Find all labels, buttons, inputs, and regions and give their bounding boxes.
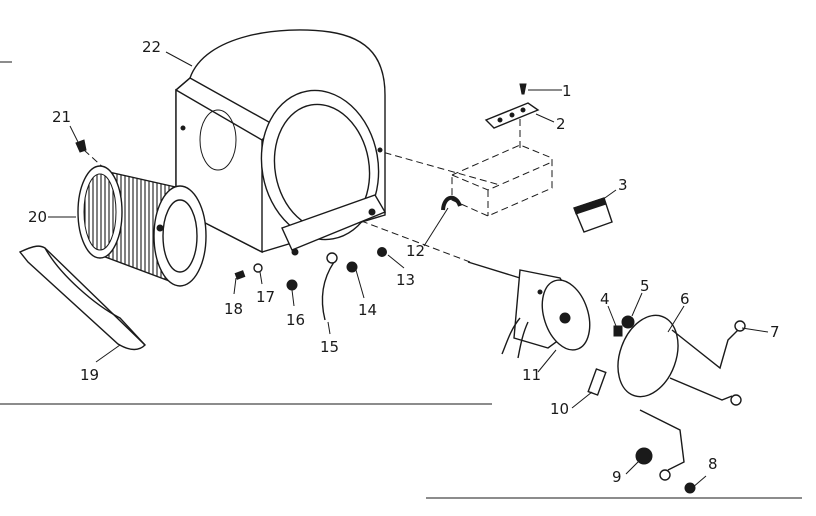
motor-mount-bracket-part bbox=[617, 314, 746, 471]
callout-2: 2 bbox=[556, 115, 566, 133]
callout-13: 13 bbox=[396, 271, 415, 289]
capacitor-bracket-part bbox=[484, 83, 540, 129]
mounting-hardware-parts bbox=[234, 247, 387, 321]
callout-14: 14 bbox=[358, 301, 377, 319]
set-screw-part bbox=[75, 139, 87, 153]
page-rules bbox=[0, 61, 802, 499]
callout-9: 9 bbox=[612, 468, 622, 486]
callout-16: 16 bbox=[286, 311, 305, 329]
callout-17: 17 bbox=[256, 288, 275, 306]
callout-1: 1 bbox=[562, 82, 572, 100]
callout-20: 20 bbox=[28, 208, 47, 226]
motor-part bbox=[467, 261, 591, 359]
callout-4: 4 bbox=[600, 290, 610, 308]
blower-wheel-part bbox=[77, 165, 207, 287]
cutoff-plate-part bbox=[18, 245, 146, 351]
callout-leader-lines bbox=[48, 51, 769, 489]
callout-18: 18 bbox=[224, 300, 243, 318]
bracket-hardware-parts bbox=[635, 447, 696, 494]
callout-8: 8 bbox=[708, 455, 718, 473]
callout-5: 5 bbox=[640, 277, 650, 295]
callout-22: 22 bbox=[142, 38, 161, 56]
bolt-part bbox=[587, 368, 607, 396]
callout-12: 12 bbox=[406, 242, 425, 260]
control-box-outline bbox=[451, 144, 553, 217]
blower-housing-part bbox=[175, 29, 387, 256]
capacitor-part bbox=[573, 197, 613, 233]
clip-part bbox=[441, 195, 462, 211]
grommet-parts bbox=[613, 315, 635, 337]
callout-7: 7 bbox=[770, 323, 780, 341]
callout-11: 11 bbox=[522, 366, 541, 384]
callout-3: 3 bbox=[618, 176, 628, 194]
callout-21: 21 bbox=[52, 108, 71, 126]
callout-15: 15 bbox=[320, 338, 339, 356]
callout-19: 19 bbox=[80, 366, 99, 384]
callout-labels: 1 2 3 4 5 6 7 8 9 10 11 12 13 14 15 16 1… bbox=[28, 38, 780, 486]
callout-10: 10 bbox=[550, 400, 569, 418]
callout-6: 6 bbox=[680, 290, 690, 308]
